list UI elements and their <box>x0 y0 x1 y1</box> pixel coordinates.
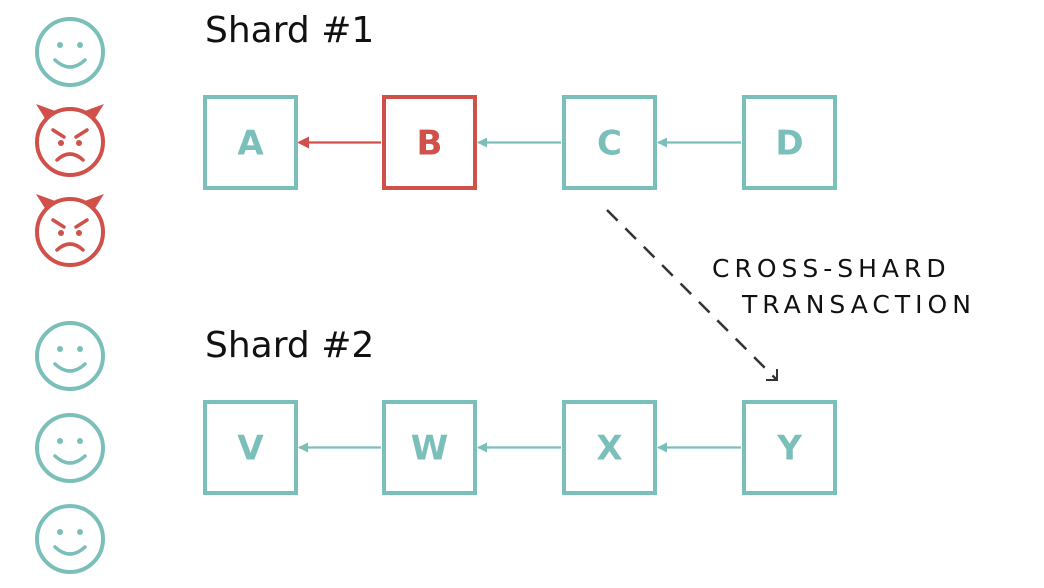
block-box <box>382 400 477 495</box>
block-c: C <box>562 95 657 190</box>
smiley-face-icon <box>35 413 105 483</box>
devil-face-icon <box>35 104 105 177</box>
cross-shard-dashed-line <box>606 209 777 380</box>
block-box <box>203 400 298 495</box>
block-label: C <box>597 124 622 164</box>
block-label: Y <box>776 429 802 469</box>
shard-1-chain: A B C D <box>203 95 837 190</box>
block-v: V <box>203 400 298 495</box>
block-label: X <box>596 429 622 469</box>
block-d: D <box>742 95 837 190</box>
block-b: B <box>382 95 477 190</box>
cross-shard-label-line-2: TRANSACTION <box>741 290 976 319</box>
shard-2-chain: V W X Y <box>203 400 837 495</box>
block-box <box>562 400 657 495</box>
block-box <box>742 95 837 190</box>
block-y: Y <box>742 400 837 495</box>
block-label: B <box>417 124 443 164</box>
cross-shard-label-line-1: CROSS-SHARD <box>712 254 951 283</box>
block-a: A <box>203 95 298 190</box>
shard-2-title: Shard #2 <box>205 325 374 366</box>
devil-face-icon <box>35 194 105 267</box>
cross-shard-link: CROSS-SHARD TRANSACTION <box>606 209 976 381</box>
cross-shard-arrowhead-icon <box>766 369 778 381</box>
block-box <box>382 95 477 190</box>
block-label: D <box>775 124 803 164</box>
smiley-face-icon <box>35 321 105 391</box>
block-box <box>203 95 298 190</box>
smiley-face-icon <box>35 17 105 87</box>
validators-column <box>35 17 105 574</box>
shard-1-title: Shard #1 <box>205 10 374 51</box>
block-x: X <box>562 400 657 495</box>
block-label: V <box>237 429 264 469</box>
block-label: A <box>237 124 264 164</box>
block-box <box>742 400 837 495</box>
smiley-face-icon <box>35 504 105 574</box>
block-label: W <box>411 429 449 469</box>
block-box <box>562 95 657 190</box>
block-w: W <box>382 400 477 495</box>
